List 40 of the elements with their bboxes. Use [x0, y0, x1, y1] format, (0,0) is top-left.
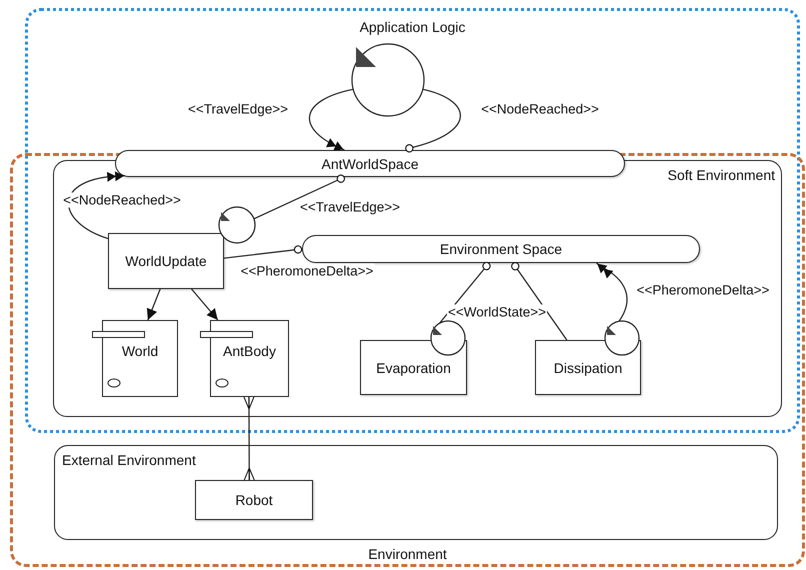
edge-label: <<WorldState>> — [446, 304, 548, 320]
connector — [405, 88, 461, 152]
connector — [511, 262, 568, 340]
node-label: Evaporation — [376, 360, 451, 376]
process-box — [195, 480, 313, 520]
process-box — [108, 233, 224, 289]
node-label: Environment Space — [440, 241, 562, 257]
rounded-bar — [115, 150, 625, 177]
process-box — [535, 340, 641, 395]
process-box — [360, 340, 467, 395]
container-label: External Environment — [62, 452, 196, 468]
connector — [243, 396, 255, 481]
component-box — [92, 320, 178, 397]
loop-circle — [604, 320, 640, 356]
edge-label: <<NodeReached>> — [62, 192, 182, 208]
node-label: AntWorldSpace — [321, 156, 418, 172]
node-label: WorldUpdate — [125, 253, 207, 269]
node-label: Dissipation — [554, 360, 622, 376]
node-label: AntBody — [222, 343, 277, 359]
container-label: Environment — [368, 546, 447, 562]
loop-circle — [351, 43, 425, 117]
edge-label: <<PheromoneDelta>> — [240, 264, 374, 278]
container-label: Application Logic — [360, 19, 466, 35]
node-label: Robot — [235, 492, 273, 508]
loop-circle — [218, 206, 256, 244]
connector — [254, 174, 346, 220]
arrow — [191, 288, 218, 320]
group-frame — [54, 445, 778, 540]
edge-label: <<TravelEdge>> — [298, 200, 402, 214]
component-box — [200, 320, 289, 397]
rounded-bar — [302, 235, 700, 263]
edge-label: <<NodeReached>> — [480, 102, 600, 116]
edge-label: <<PheromoneDelta>> — [636, 282, 770, 298]
arrow — [146, 288, 161, 320]
container-label: Soft Environment — [668, 167, 775, 183]
node-label: World — [120, 343, 160, 359]
group-frame — [53, 160, 782, 417]
loop-circle — [430, 320, 466, 356]
connector — [224, 245, 302, 259]
edge-label: <<TravelEdge>> — [186, 102, 290, 116]
